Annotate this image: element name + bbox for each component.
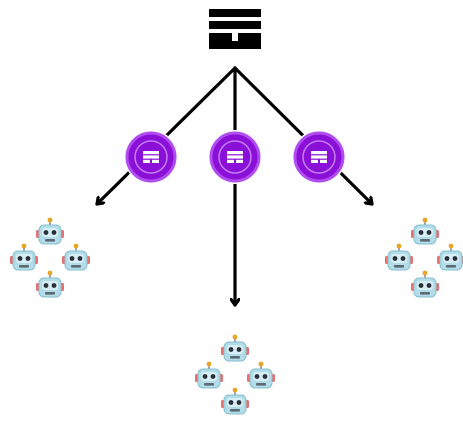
robot-face-icon [35, 269, 65, 298]
center-hub-node[interactable] [208, 130, 262, 184]
left-robot-cluster [9, 216, 91, 298]
robot-face-icon [194, 360, 224, 389]
robot-face-icon [220, 386, 250, 415]
robot-face-icon [246, 360, 276, 389]
robot-face-icon [35, 216, 65, 245]
center-robot-cluster [194, 333, 276, 415]
root-logo-icon [209, 9, 261, 49]
robot-face-icon [436, 242, 463, 271]
robot-face-icon [9, 242, 39, 271]
robot-face-icon [220, 333, 250, 362]
robot-face-icon [384, 242, 414, 271]
right-robot-cluster [384, 216, 463, 298]
left-hub-node[interactable] [124, 130, 178, 184]
right-hub-node[interactable] [292, 130, 346, 184]
robot-face-icon [410, 269, 440, 298]
robot-face-icon [61, 242, 91, 271]
connector-arrows [95, 66, 374, 307]
robot-face-icon [410, 216, 440, 245]
